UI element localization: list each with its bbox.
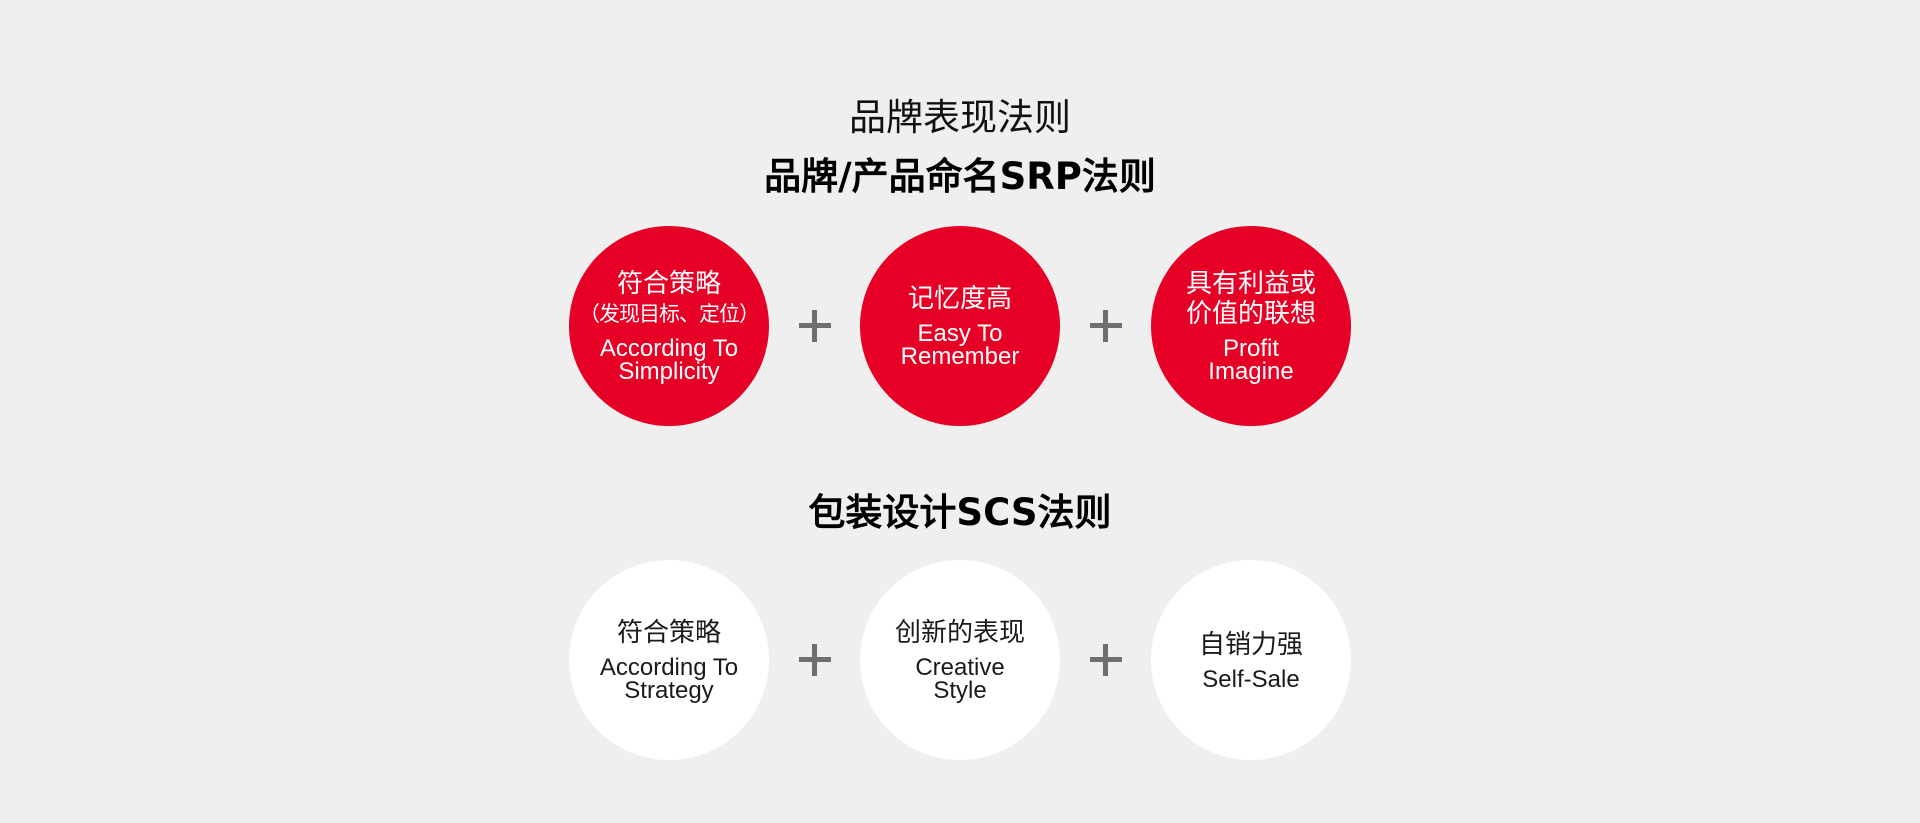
plus-icon <box>795 640 835 680</box>
scs-strategy-cn: 符合策略 <box>616 618 721 648</box>
scs-circle-strategy: 符合策略 According To Strategy <box>569 560 769 760</box>
scs-selfsale-en: Self-Sale <box>1202 665 1300 693</box>
plus-icon <box>795 306 835 346</box>
srp-strategy-en: According To Simplicity <box>599 335 739 385</box>
srp-strategy-cn-sub: （发现目标、定位） <box>579 302 760 326</box>
scs-section-title: 包装设计SCS法则 <box>808 491 1112 534</box>
scs-creative-cn: 创新的表现 <box>894 618 1025 648</box>
srp-section-title: 品牌/产品命名SRP法则 <box>764 155 1156 198</box>
plus-icon <box>1086 306 1126 346</box>
srp-circle-strategy: 符合策略 （发现目标、定位） According To Simplicity <box>569 226 769 426</box>
srp-remember-en: Easy To Remember <box>900 320 1020 370</box>
srp-profit-en: Profit Imagine <box>1208 335 1294 385</box>
srp-circle-profit: 具有利益或 价值的联想 Profit Imagine <box>1151 226 1351 426</box>
scs-strategy-en: According To Strategy <box>599 654 739 704</box>
srp-strategy-cn: 符合策略 <box>616 269 721 299</box>
scs-creative-en: Creative Style <box>915 654 1005 704</box>
page-title: 品牌表现法则 <box>849 96 1071 139</box>
plus-icon <box>1086 640 1126 680</box>
srp-remember-cn: 记忆度高 <box>907 284 1012 314</box>
scs-circle-creative: 创新的表现 Creative Style <box>860 560 1060 760</box>
srp-profit-cn: 具有利益或 价值的联想 <box>1185 269 1316 329</box>
scs-selfsale-cn: 自销力强 <box>1198 629 1303 660</box>
srp-circle-remember: 记忆度高 Easy To Remember <box>860 226 1060 426</box>
scs-circle-selfsale: 自销力强 Self-Sale <box>1151 560 1351 760</box>
